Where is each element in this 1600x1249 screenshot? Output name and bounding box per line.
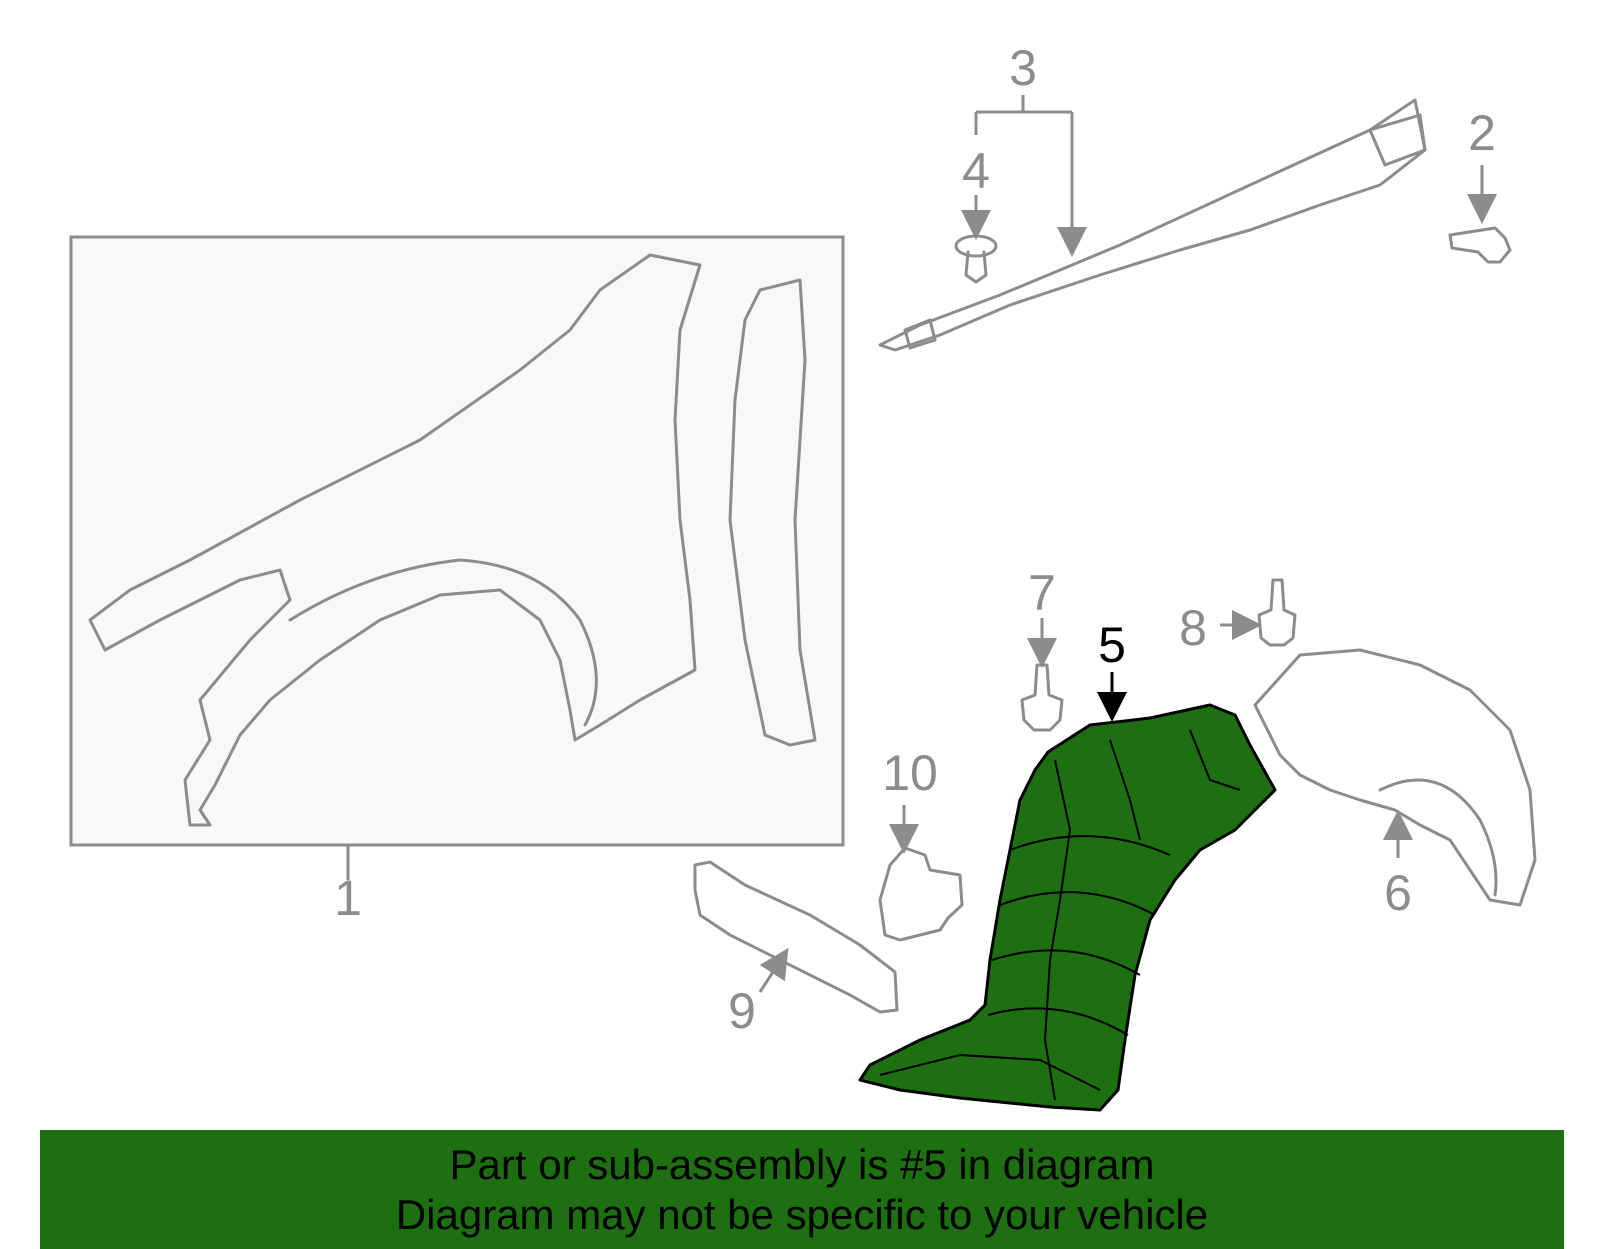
callout-10: 10 xyxy=(882,745,938,801)
fender-panel xyxy=(88,253,702,827)
fender-side-bracket xyxy=(728,278,817,747)
callout-5: 5 xyxy=(1098,617,1126,673)
callout-7: 7 xyxy=(1028,565,1056,621)
liner-6-group xyxy=(1253,648,1537,907)
reinforcement-9 xyxy=(693,860,899,1014)
banner-line-2: Diagram may not be specific to your vehi… xyxy=(395,1191,1209,1238)
fender-group xyxy=(69,235,845,880)
liner-floor xyxy=(879,1053,1101,1091)
front-wheel-liner xyxy=(858,703,1277,1112)
liner-rib-5 xyxy=(1043,759,1072,1101)
fender-flange xyxy=(288,558,598,727)
rail-group xyxy=(878,95,1427,352)
liner-rib-7 xyxy=(1189,729,1241,791)
rail-bracket-1 xyxy=(1368,113,1427,167)
info-banner: Part or sub-assembly is #5 in diagram Di… xyxy=(40,1130,1564,1249)
bolt-group xyxy=(1448,165,1512,264)
clip-8-group xyxy=(1220,578,1297,647)
rear-wheel-liner-arch xyxy=(1378,778,1498,897)
fender-upper-rail xyxy=(878,98,1427,352)
rail-clip-1 xyxy=(903,318,937,350)
liner-rib-2 xyxy=(999,891,1156,916)
callout-8: 8 xyxy=(1179,600,1207,656)
bolt xyxy=(1448,226,1512,264)
fender-box xyxy=(69,235,845,847)
reinforcement-9-group xyxy=(693,860,899,1014)
rear-wheel-liner xyxy=(1253,648,1537,907)
liner-rib-6 xyxy=(1109,739,1141,841)
liner-rib-4 xyxy=(987,1007,1129,1036)
callout-3: 3 xyxy=(1009,40,1037,96)
clip-4-head xyxy=(954,234,998,258)
clip-7 xyxy=(1020,663,1064,732)
callout-1: 1 xyxy=(334,870,362,926)
callout-9-leader xyxy=(758,947,789,993)
liner-5-group xyxy=(858,672,1277,1112)
clip-4-stem xyxy=(964,250,988,284)
clip-4-group xyxy=(954,195,998,284)
callout-6: 6 xyxy=(1384,865,1412,921)
callout-2: 2 xyxy=(1468,105,1496,161)
clip-8 xyxy=(1257,578,1297,647)
callout-4: 4 xyxy=(962,143,990,199)
bracket-10 xyxy=(878,846,964,942)
bracket-10-group xyxy=(878,805,964,942)
liner-rib-3 xyxy=(991,949,1141,976)
banner-line-1: Part or sub-assembly is #5 in diagram xyxy=(449,1141,1155,1188)
liner-rib-1 xyxy=(1009,835,1171,856)
callout-9: 9 xyxy=(728,983,756,1039)
clip-7-group xyxy=(1020,618,1064,732)
